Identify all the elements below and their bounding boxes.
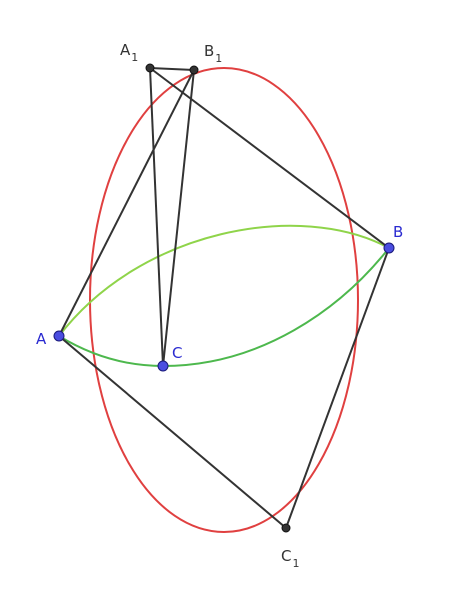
- point-label-c1: C1: [281, 547, 299, 570]
- point-b1[interactable]: [189, 65, 199, 75]
- point-c[interactable]: [157, 360, 169, 372]
- point-label-a1: A1: [120, 41, 138, 64]
- point-label-b: B: [393, 223, 403, 241]
- red-circumcircle: [89, 67, 359, 533]
- points-layer: [53, 63, 395, 533]
- segment-c-b1: [162, 69, 195, 367]
- segment-a1-b1: [149, 67, 195, 71]
- point-a1[interactable]: [145, 63, 155, 73]
- point-label-c: C: [172, 344, 182, 362]
- segment-c-a1: [149, 67, 164, 367]
- segment-b-c1: [285, 247, 390, 529]
- segment-a-c1: [58, 335, 287, 529]
- point-b[interactable]: [383, 242, 395, 254]
- point-c1[interactable]: [281, 523, 291, 533]
- green-arc-upper: [58, 224, 390, 337]
- segment-b-a1: [149, 67, 390, 249]
- green-arc-lower: [58, 247, 390, 368]
- segments-layer: [58, 67, 390, 529]
- point-label-a: A: [36, 330, 47, 348]
- point-label-b1: B1: [204, 42, 222, 65]
- point-a[interactable]: [53, 330, 65, 342]
- segment-a-b1: [58, 69, 195, 337]
